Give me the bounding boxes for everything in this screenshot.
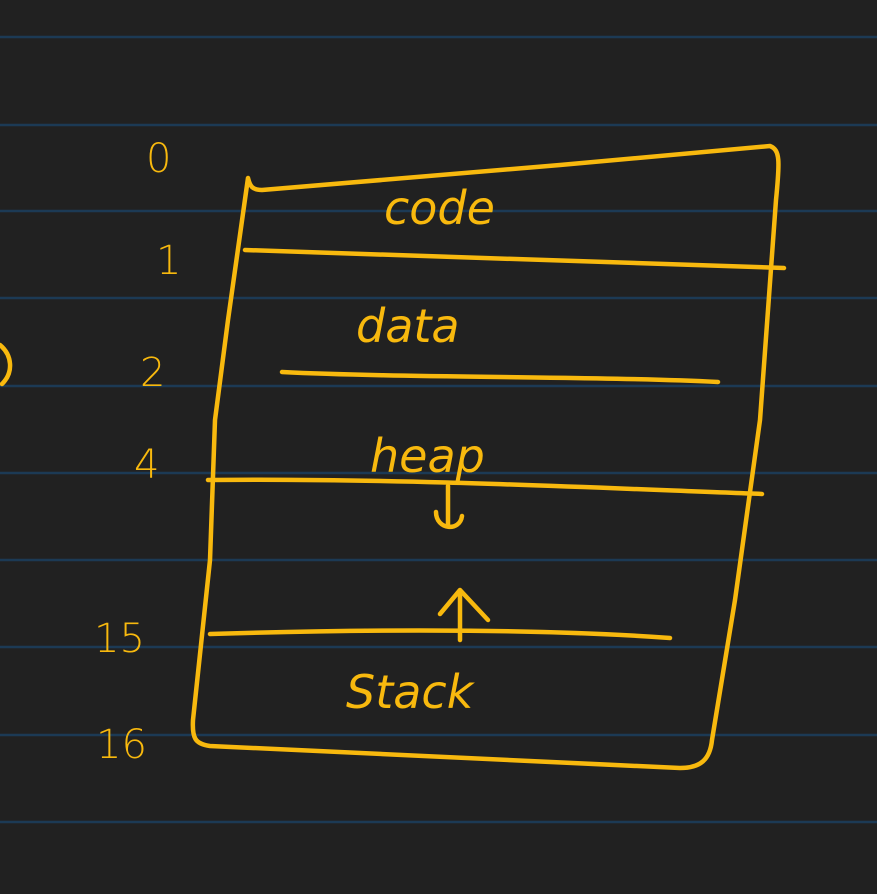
address-label-16: 16 xyxy=(96,722,147,768)
memory-box-outline xyxy=(190,143,781,771)
divider-free-stack xyxy=(207,628,673,641)
divider-code-data xyxy=(242,247,787,271)
segment-label-heap: heap xyxy=(370,429,485,483)
address-label-0: 0 xyxy=(146,136,171,182)
divider-heap-free xyxy=(205,477,765,497)
partial-paren-stroke xyxy=(0,342,13,387)
address-label-4: 4 xyxy=(134,442,159,488)
segment-label-code: code xyxy=(384,181,495,235)
divider-data-heap xyxy=(279,369,721,385)
address-label-2: 2 xyxy=(140,350,165,396)
segment-label-stack: Stack xyxy=(346,665,476,719)
stack-up-arrow-icon xyxy=(437,587,491,643)
address-label-15: 15 xyxy=(94,616,145,662)
address-label-1: 1 xyxy=(156,238,181,284)
ruled-lines xyxy=(0,35,877,824)
heap-down-arrow-icon xyxy=(433,483,465,529)
segment-label-data: data xyxy=(356,299,460,353)
